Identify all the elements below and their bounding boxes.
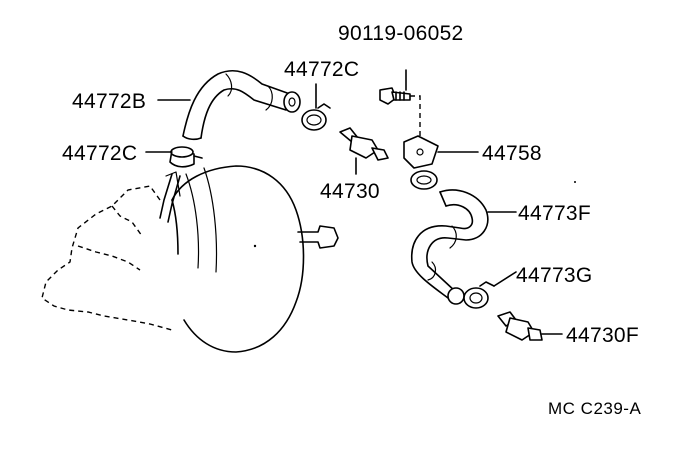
label-44773F: 44773F [518, 202, 591, 225]
brake-booster-icon [41, 165, 576, 353]
vacuum-hose-upper [182, 69, 301, 141]
booster-hose-stub [159, 173, 173, 219]
check-valve-icon [339, 127, 389, 175]
hose-clamp-mid [410, 170, 438, 190]
label-44772C-left: 44772C [62, 142, 137, 165]
label-44773G: 44773G [516, 264, 593, 287]
label-44730: 44730 [320, 180, 380, 203]
hose-clamp-lower [463, 271, 517, 309]
label-44730F: 44730F [566, 324, 639, 347]
vacuum-hose-lower [410, 189, 517, 305]
bracket-icon [403, 135, 479, 169]
label-44772C-upper: 44772C [284, 58, 359, 81]
bolt-icon [379, 69, 421, 138]
label-44758: 44758 [482, 142, 542, 165]
hose-clamp-icon [301, 103, 331, 131]
label-44772B: 44772B [72, 90, 146, 113]
check-valve-lower [497, 311, 563, 341]
label-bolt: 90119-06052 [338, 22, 464, 45]
diagram-code: MC C239-A [548, 399, 641, 418]
hose-clamp-left [169, 146, 203, 168]
